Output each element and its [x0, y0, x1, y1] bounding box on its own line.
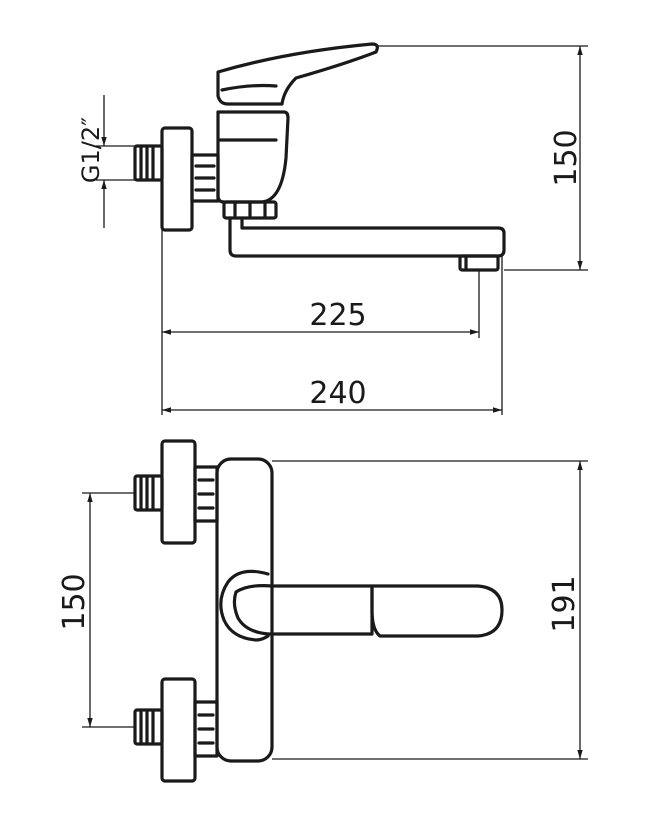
mixer-body — [216, 110, 290, 204]
thread-dimension: G1/2″ — [77, 95, 135, 228]
lower-connector — [193, 700, 219, 758]
overall-width-dimension: 240 — [162, 256, 503, 415]
height-label-top: 150 — [549, 129, 584, 186]
thread-label: G1/2″ — [77, 117, 105, 183]
front-view: 150 191 — [57, 439, 588, 783]
upper-inlet-nut — [133, 474, 164, 512]
front-body — [215, 457, 274, 763]
upper-flange — [160, 439, 197, 545]
reach-dimension: 225 — [161, 230, 480, 415]
upper-connector — [193, 465, 219, 523]
body-height-dimension: 191 — [272, 460, 588, 760]
body-height-label: 191 — [547, 575, 582, 632]
side-view: G1/2″ 150 225 240 — [77, 42, 588, 415]
reach-label: 225 — [309, 298, 366, 333]
spout — [228, 216, 506, 258]
overall-width-label: 240 — [309, 376, 366, 411]
height-dimension-top: 150 — [376, 45, 588, 271]
eccentric-connector — [190, 153, 220, 203]
aerator — [458, 254, 500, 272]
inlet-spacing-dimension: 150 — [57, 492, 135, 728]
lower-inlet-nut — [133, 708, 164, 746]
wall-flange — [160, 126, 194, 232]
swivel-collar — [222, 200, 278, 220]
lower-flange — [160, 677, 197, 783]
inlet-nut — [133, 144, 164, 182]
front-lever — [219, 569, 504, 642]
lever-handle — [216, 42, 379, 106]
inlet-spacing-label: 150 — [57, 573, 92, 630]
